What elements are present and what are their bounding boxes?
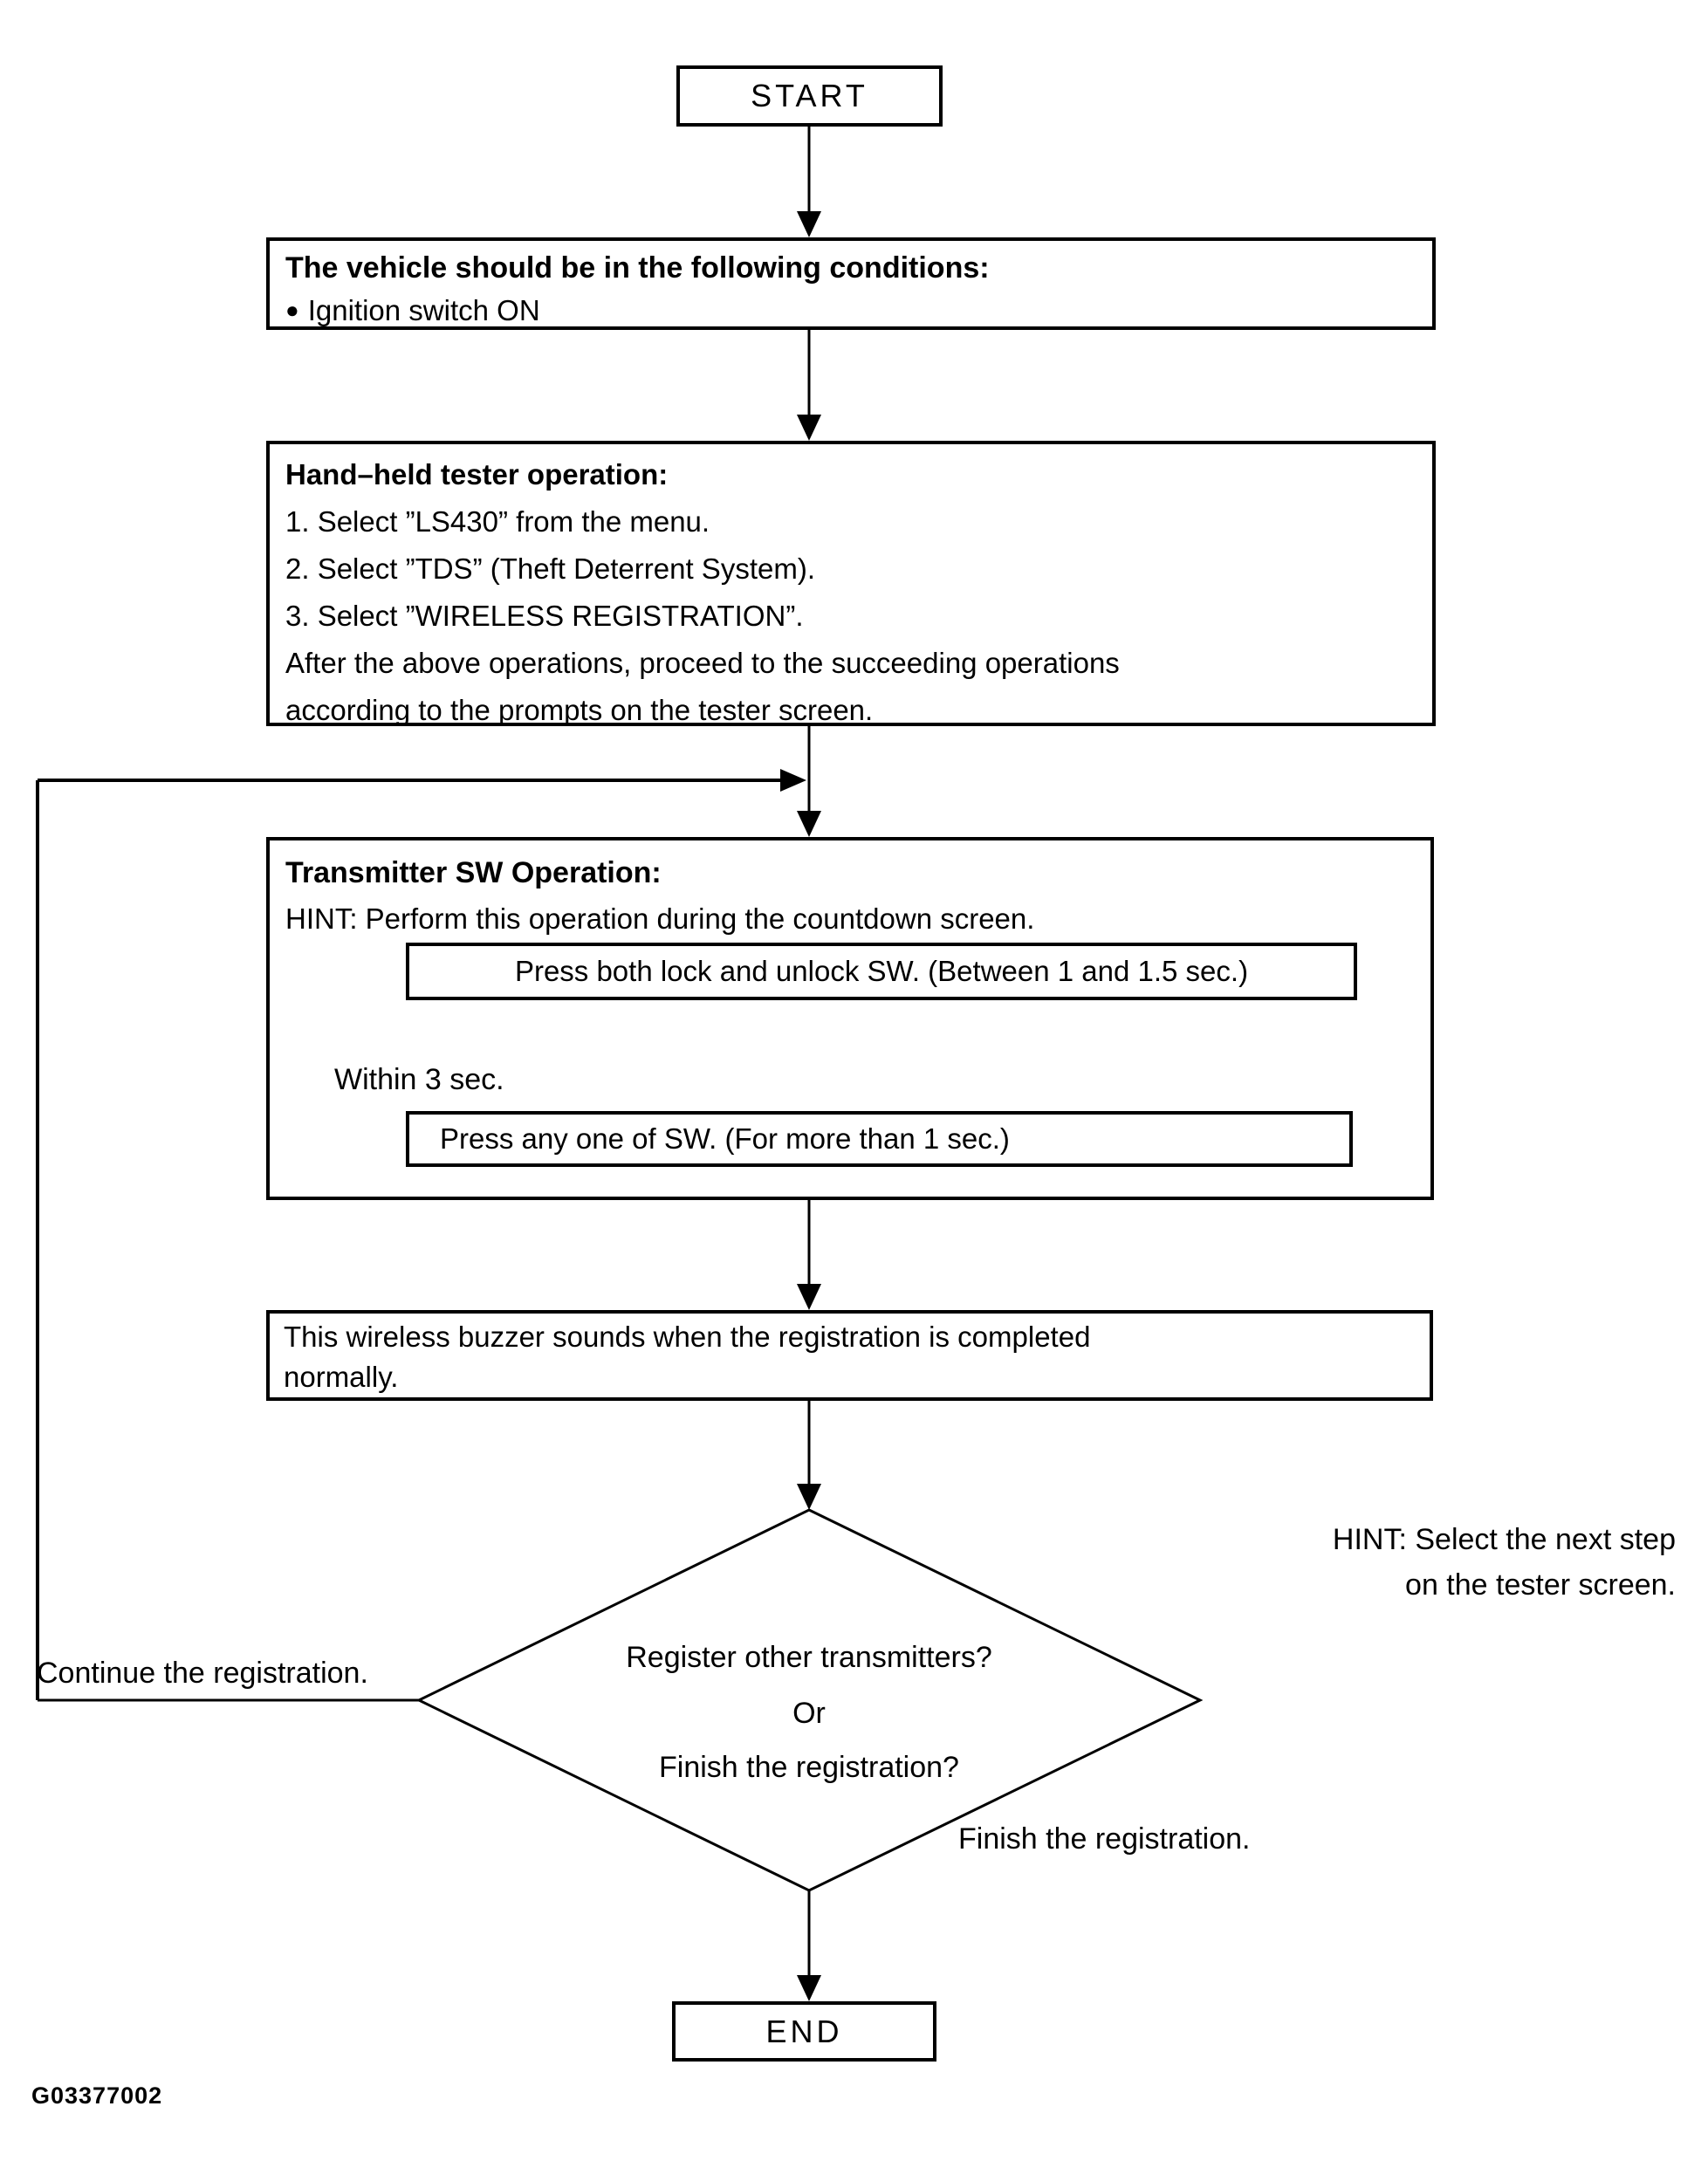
arrow-start-to-conditions-head: [797, 211, 821, 237]
tester-screen-hint-line-1: HINT: Select the next step: [1332, 1523, 1676, 1556]
continue-registration-label: Continue the registration.: [37, 1657, 368, 1690]
buzzer-result-line-2: normally.: [284, 1361, 399, 1393]
decision-question-line-3: Finish the registration?: [659, 1751, 959, 1784]
transmitter-sw-hint: HINT: Perform this operation during the …: [285, 902, 1035, 935]
end-terminal: END: [672, 2001, 936, 2062]
arrow-tester-to-transmitter-head: [797, 811, 821, 837]
tester-step-2: 2. Select ”TDS” (Theft Deterrent System)…: [285, 552, 815, 585]
arrow-conditions-to-tester-head: [797, 415, 821, 441]
vehicle-conditions-box: The vehicle should be in the following c…: [266, 237, 1436, 330]
end-label: END: [765, 2013, 843, 2049]
press-any-sw-label: Press any one of SW. (For more than 1 se…: [440, 1122, 1010, 1155]
tester-operation-title: Hand–held tester operation:: [285, 458, 669, 491]
arrow-buzzer-to-decision-head: [797, 1484, 821, 1510]
figure-id: G03377002: [31, 2082, 163, 2109]
press-any-sw-box: Press any one of SW. (For more than 1 se…: [406, 1111, 1353, 1167]
vehicle-conditions-bullet-line: ● Ignition switch ON: [285, 290, 1432, 331]
loop-entry-arrow-head: [780, 769, 806, 792]
press-both-sw-box: Press both lock and unlock SW. (Between …: [406, 943, 1357, 1000]
transmitter-sw-title: Transmitter SW Operation:: [285, 856, 662, 889]
tester-step-1: 1. Select ”LS430” from the menu.: [285, 505, 710, 538]
vehicle-conditions-title: The vehicle should be in the following c…: [285, 251, 990, 285]
start-label: START: [751, 78, 868, 113]
arrow-decision-to-end-head: [797, 1975, 821, 2001]
decision-question-line-1: Register other transmitters?: [626, 1641, 992, 1674]
press-both-sw-label: Press both lock and unlock SW. (Between …: [514, 955, 1249, 987]
start-terminal: START: [676, 65, 943, 127]
within-3-sec-label: Within 3 sec.: [334, 1063, 504, 1096]
buzzer-result-box: This wireless buzzer sounds when the reg…: [266, 1310, 1433, 1401]
buzzer-result-line-1: This wireless buzzer sounds when the reg…: [284, 1321, 1091, 1353]
tester-screen-hint: HINT: Select the next step on the tester…: [1239, 1517, 1676, 1608]
decision-question-line-2: Or: [792, 1697, 826, 1730]
finish-registration-label: Finish the registration.: [958, 1822, 1251, 1856]
tester-operation-box: Hand–held tester operation: 1. Select ”L…: [266, 441, 1436, 726]
arrow-transmitter-to-buzzer-head: [797, 1284, 821, 1310]
bullet-icon: ●: [285, 297, 299, 323]
tester-step-3: 3. Select ”WIRELESS REGISTRATION”.: [285, 600, 804, 632]
tester-note-line-2: according to the prompts on the tester s…: [285, 694, 874, 726]
tester-screen-hint-line-2: on the tester screen.: [1405, 1568, 1676, 1602]
vehicle-conditions-bullet-text: Ignition switch ON: [307, 294, 540, 326]
tester-note-line-1: After the above operations, proceed to t…: [285, 647, 1120, 679]
